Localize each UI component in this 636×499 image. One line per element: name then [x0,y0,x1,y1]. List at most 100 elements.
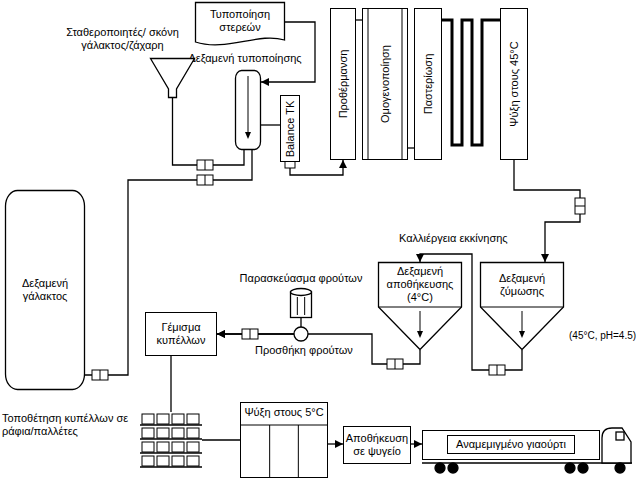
tank-outline [236,71,261,150]
device-tube [304,297,305,315]
truck-wheel [565,463,575,473]
annotation-label: Καλλιέργεια εκκίνησης [398,232,509,245]
process-box: Ψύξη στους 45°C [500,8,528,160]
node-heading: Τοποθέτηση κυπέλλων σε ράφια/παλλέτες [2,412,134,438]
pipe-connector [290,160,343,175]
tank: Δεξαμενή τυποποίησης [235,70,261,150]
cup-symbol [157,428,169,438]
pump-symbol [205,175,206,185]
process-box: Προθέρμανση [330,8,356,160]
cup-symbol [157,456,169,466]
node-label: Balance TK [284,100,297,157]
cup-symbol [172,428,184,438]
cup-symbol [172,442,184,452]
pump-symbol [92,370,108,380]
node-heading: Παρασκεύασμα φρούτων [235,272,367,285]
document-outline [196,3,285,45]
pump-symbol [395,359,396,369]
truck-wheel [578,463,588,473]
annotation-label: (45°C, pH=4.5) [568,329,636,342]
shelf-line [140,438,202,440]
truck-cab [602,428,631,463]
mixing-valve [294,327,308,341]
pipe-connector [217,318,301,334]
node-outline [150,58,195,98]
node-outline [235,70,261,150]
fermentation-tank: Δεξαμενή ζύμωσης [480,262,564,350]
hopper: Σταθεροποιητές/ σκόνη γάλακτος/ζάχαρη [150,58,195,98]
text-area: Δεξαμενή γάλακτος [5,190,85,390]
node-label: Ψύξη στους 5°C [244,406,323,419]
text-area: Αναμεμιγμένο γιαούρτι [423,431,599,458]
agitator [420,311,421,334]
pallet-stack: Τοποθέτηση κυπέλλων σε ράφια/παλλέτες [140,412,202,470]
cup-symbol [187,456,199,466]
device-tube [297,297,298,315]
node-label: Γέμισμα κυπέλλων [149,321,213,347]
cup-symbol [142,442,154,452]
cup-symbol [172,456,184,466]
cooling-tunnel: Ψύξη στους 5°C [240,402,328,478]
node-label: Δεξαμενή γάλακτος [8,277,82,303]
pump-symbol [100,370,101,380]
node-heading: Σταθεροποιητές/ σκόνη γάλακτος/ζάχαρη [55,26,190,52]
truck-window [616,432,624,440]
text-area: Ψύξη στους 5°C [241,403,327,422]
cup-symbol [187,428,199,438]
pumps [92,152,585,380]
pump-symbol [575,198,585,214]
shelf-line [140,424,202,426]
cup-symbol [172,414,184,424]
tank-outline [379,263,462,350]
truck-cab [422,428,632,473]
pump-symbol [242,329,258,339]
inner-line [241,425,327,426]
process-box: Γέμισμα κυπέλλων [145,312,217,356]
cup-symbol [187,414,199,424]
shelf-line [140,466,202,468]
pipe-connector [442,20,500,145]
pump-symbol [197,160,213,170]
node-outline [290,288,312,318]
node-label: Αποθήκευση σε ψυγείο [346,432,408,458]
pipe-connector [173,98,245,165]
storage-tank: Δεξαμενή αποθήκευσης (4°C) [378,262,462,350]
document-shape: Τυποποίηση στερεών [195,2,285,48]
pipe-connector [411,443,422,444]
pipe-connector [85,150,252,375]
pump-symbol [197,175,213,185]
agitator [248,76,249,134]
truck-trailer: Αναμεμιγμένο γιαούρτι [422,430,600,460]
node-outline [140,412,202,470]
pump-symbol [205,160,206,170]
annotation-label: Προσθήκη φρούτων [254,344,354,357]
agitator [519,331,525,338]
inner-line [402,9,403,159]
truck-wheel [448,463,458,473]
inner-line [269,425,270,477]
pump-symbol [489,365,505,375]
cup-symbol [142,456,154,466]
inner-line [368,9,369,159]
cup-symbol [187,442,199,452]
agitator [417,331,423,338]
process-box: Παστερίωση [414,8,442,160]
text-area: Αποθήκευση σε ψυγείο [344,427,410,462]
shelf-line [140,452,202,454]
pump-symbol [497,365,498,375]
milk-tank: Δεξαμενή γάλακτος [5,190,85,390]
inner-line [298,425,299,477]
node-label: Αναμεμιγμένο γιαούρτι [447,435,575,454]
node-heading: Δεξαμενή τυποποίησης [185,52,305,65]
pipe-connector [328,443,343,444]
text-area: Δεξαμενή ζύμωσης [480,262,564,307]
cup-symbol [142,414,154,424]
fruit-prep-unit: Παρασκεύασμα φρούτων [290,288,312,318]
cup-symbol [157,442,169,452]
cup-symbol [142,428,154,438]
agitator [522,311,523,334]
node-label: Ψύξη στους 45°C [508,41,521,126]
truck-wheel [435,463,445,473]
tank-outline [6,191,85,390]
node-label: Τυποποίηση στερεών [198,8,282,34]
